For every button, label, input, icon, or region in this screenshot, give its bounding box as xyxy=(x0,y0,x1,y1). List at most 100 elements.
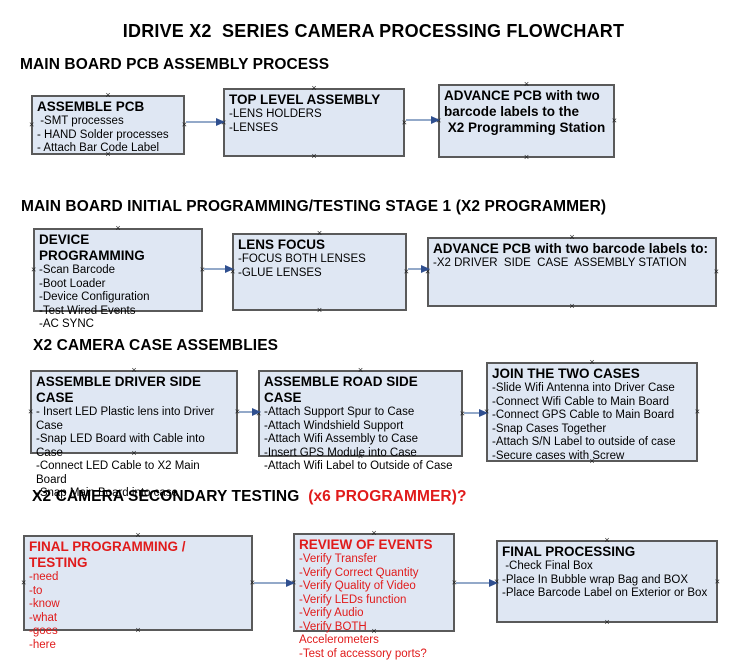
connector-anchor-icon: × xyxy=(29,119,35,130)
box-title: ADVANCE PCB with two barcode labels to: xyxy=(433,241,709,256)
box-item: - HAND Solder processes xyxy=(37,128,169,141)
connector-anchor-icon: × xyxy=(589,357,595,367)
box-item: -Test of accessory ports? xyxy=(299,647,427,660)
box-items: -Scan Barcode-Boot Loader-Device Configu… xyxy=(39,264,197,332)
box-items: -Attach Support Spur to Case-Attach Wind… xyxy=(264,406,457,474)
box-item: -Slide Wifi Antenna into Driver Case xyxy=(492,382,675,394)
box-item: -Connect LED Cable to X2 Main Board xyxy=(36,460,203,486)
connector-anchor-icon: × xyxy=(713,266,719,277)
box-items: -Slide Wifi Antenna into Driver Case -Con… xyxy=(492,382,692,463)
box-title: ASSEMBLE PCB xyxy=(37,99,145,114)
flow-box-advance-pcb-to-programming-station[interactable]: ADVANCE PCB with two barcode labels to t… xyxy=(436,79,617,162)
box-item: -Verify BOTH Accelerometers xyxy=(299,620,379,647)
section-heading-secondary-testing: X2 CAMERA SECONDARY TESTING (x6 PROGRAMM… xyxy=(32,488,467,506)
section-heading-initial-programming: MAIN BOARD INITIAL PROGRAMMING/TESTING S… xyxy=(21,198,607,215)
box-items: -need-to-know-what-goes-here xyxy=(29,571,247,652)
page-title: IDRIVE X2 SERIES CAMERA PROCESSING FLOWC… xyxy=(122,21,625,41)
box-item: -goes xyxy=(29,625,58,637)
flow-box-join-the-two-cases[interactable]: JOIN THE TWO CASES -Slide Wifi Antenna i… xyxy=(484,357,700,466)
flow-box-final-programming-testing[interactable]: FINAL PROGRAMMING / TESTING -need-to-kno… xyxy=(21,530,255,651)
connector-anchor-icon: × xyxy=(371,528,377,538)
box-item: -Attach Wifi Assembly to Case xyxy=(264,433,419,445)
box-item: - Insert LED Plastic lens into Driver Ca… xyxy=(36,406,218,432)
box-title: LENS FOCUS xyxy=(238,237,326,252)
connector-anchor-icon: × xyxy=(311,83,317,93)
box-item: -Connect GPS Cable to Main Board xyxy=(492,409,675,421)
box-item: -Place In Bubble wrap Bag and BOX xyxy=(502,573,689,586)
box-item: -Attach Windshield Support xyxy=(264,419,404,432)
flow-arrow xyxy=(456,579,498,587)
box-item: -Test Wired Events xyxy=(39,304,136,317)
box-item: -Check Final Box xyxy=(502,560,593,572)
flow-arrow xyxy=(408,265,430,273)
box-item: -LENS HOLDERS xyxy=(229,108,322,120)
box-title: FINAL PROCESSING xyxy=(502,544,636,559)
box-item: -LENSES xyxy=(229,121,279,134)
box-item: -need xyxy=(29,571,59,583)
flow-box-advance-pcb-to-driver-side-station[interactable]: ADVANCE PCB with two barcode labels to: … xyxy=(425,232,719,311)
box-item: -to xyxy=(29,584,43,597)
box-items: -FOCUS BOTH LENSES-GLUE LENSES xyxy=(238,253,401,280)
flow-box-lens-focus[interactable]: LENS FOCUS -FOCUS BOTH LENSES-GLUE LENSE… xyxy=(230,228,409,315)
section-heading-case-assemblies: X2 CAMERA CASE ASSEMBLIES xyxy=(33,337,279,354)
flow-box-final-processing[interactable]: FINAL PROCESSING -Check Final Box-Place … xyxy=(494,535,720,627)
box-item: -Attach Wifi Label to Outside of Case xyxy=(264,460,453,472)
flow-arrow xyxy=(254,579,295,587)
box-items: - Insert LED Plastic lens into Driver Ca… xyxy=(36,406,232,501)
connector-anchor-icon: × xyxy=(28,406,34,417)
box-item: -Place Barcode Label on Exterior or Box xyxy=(502,587,708,599)
connector-anchor-icon: × xyxy=(569,301,575,311)
flow-arrow xyxy=(464,409,488,417)
section-heading-text: X2 CAMERA SECONDARY TESTING xyxy=(32,488,309,505)
section-heading-suffix: (x6 PROGRAMMER)? xyxy=(308,488,467,505)
flow-arrow xyxy=(406,116,440,124)
flow-box-assemble-road-side-case[interactable]: ASSEMBLE ROAD SIDE CASE -Attach Support … xyxy=(256,366,465,473)
box-item: -Attach S/N Label to outside of case xyxy=(492,436,676,448)
box-item: -Secure cases with Screw xyxy=(492,449,625,462)
box-item: -Device Configuration xyxy=(39,291,150,303)
box-item: -Snap Cases Together xyxy=(492,422,607,435)
flow-box-assemble-driver-side-case[interactable]: ASSEMBLE DRIVER SIDE CASE - Insert LED P… xyxy=(28,365,240,500)
box-item: -here xyxy=(29,638,56,651)
flow-arrow xyxy=(239,408,261,416)
flow-box-device-programming[interactable]: DEVICE PROGRAMMING -Scan Barcode-Boot Lo… xyxy=(31,223,205,331)
connector-anchor-icon: × xyxy=(31,264,37,275)
box-item: -AC SYNC xyxy=(39,318,94,330)
connector-anchor-icon: × xyxy=(569,232,575,242)
connector-anchor-icon: × xyxy=(694,406,700,417)
flow-box-review-of-events[interactable]: REVIEW OF EVENTS -Verify Transfer-Verify… xyxy=(291,528,457,660)
box-item: -X2 DRIVER SIDE CASE ASSEMBLY STATION xyxy=(433,257,687,269)
box-item: -Boot Loader xyxy=(39,277,106,290)
box-title: JOIN THE TWO CASES xyxy=(492,366,640,381)
connector-anchor-icon: × xyxy=(131,365,137,375)
flow-box-assemble-pcb[interactable]: ASSEMBLE PCB -SMT processes- HAND Solder… xyxy=(29,90,187,159)
connector-anchor-icon: × xyxy=(714,576,720,587)
connector-anchor-icon: × xyxy=(523,79,530,89)
box-item: -Insert GPS Module into Case xyxy=(264,446,417,459)
box-items: -LENS HOLDERS-LENSES xyxy=(229,108,399,135)
box-item: -Verify Audio xyxy=(299,607,364,619)
flow-box-top-level-assembly[interactable]: TOP LEVEL ASSEMBLY -LENS HOLDERS-LENSES … xyxy=(221,83,407,161)
connector-anchor-icon: × xyxy=(105,90,111,100)
connector-anchor-icon: × xyxy=(311,151,317,161)
box-item: -Verify LEDs function xyxy=(299,593,407,606)
box-item: -FOCUS BOTH LENSES xyxy=(238,253,366,265)
box-title: REVIEW OF EVENTS xyxy=(299,537,433,552)
box-item: -Verify Correct Quantity xyxy=(299,566,419,579)
box-item: - Attach Bar Code Label xyxy=(37,142,160,154)
box-item: -Verify Transfer xyxy=(299,553,377,565)
connector-anchor-icon: × xyxy=(604,535,610,545)
box-title: ADVANCE PCB with two barcode labels to t… xyxy=(444,88,606,135)
connector-anchor-icon: × xyxy=(316,228,323,238)
box-item: -what xyxy=(29,611,58,624)
box-title: ASSEMBLE DRIVER SIDE CASE xyxy=(36,374,205,405)
box-title: ASSEMBLE ROAD SIDE CASE xyxy=(264,374,422,405)
connector-anchor-icon: × xyxy=(21,577,27,588)
connector-anchor-icon: × xyxy=(115,223,121,233)
box-items: -X2 DRIVER SIDE CASE ASSEMBLY STATION xyxy=(433,257,711,271)
box-item: -Snap Main Board into case xyxy=(36,487,178,499)
connector-anchor-icon: × xyxy=(135,530,141,540)
flow-arrow xyxy=(186,118,225,126)
connector-anchor-icon: × xyxy=(611,115,617,126)
